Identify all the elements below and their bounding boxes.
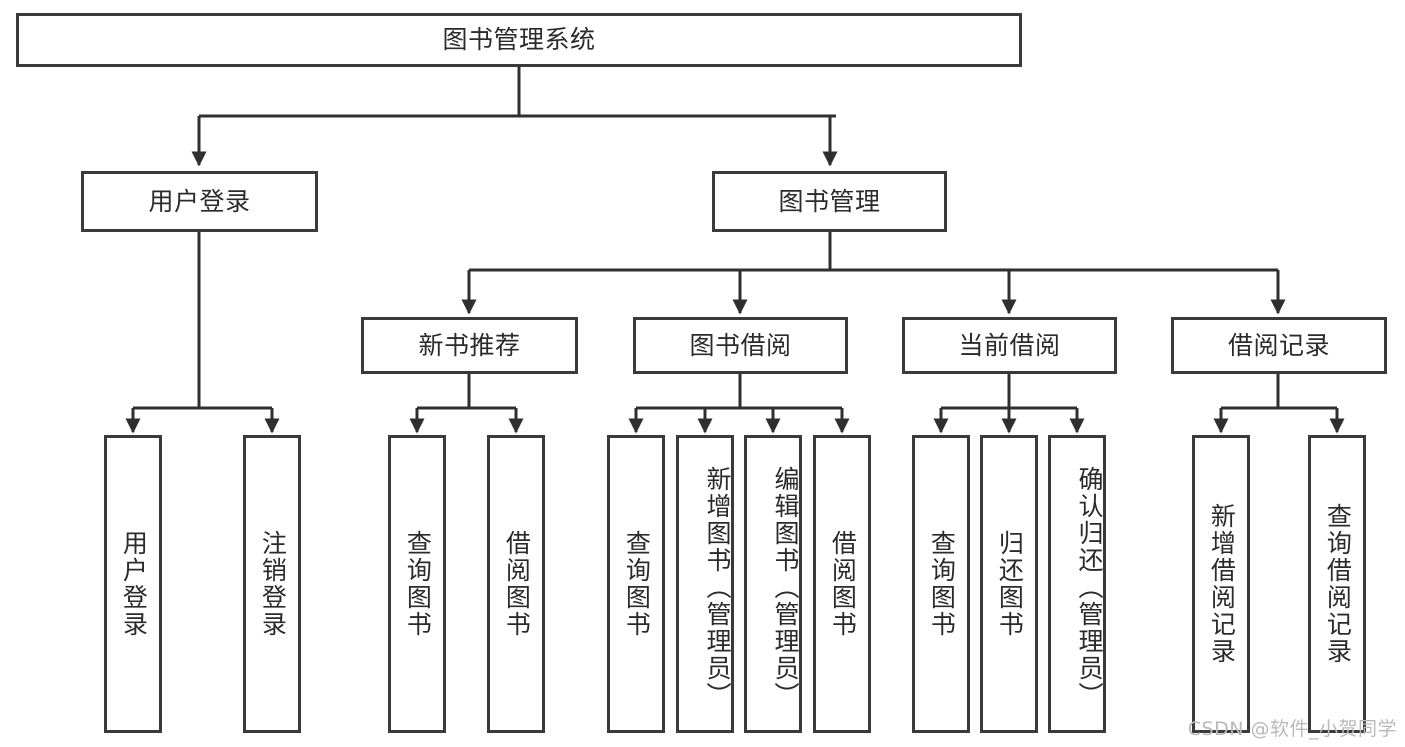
leaf-new-book-query-book[interactable]: 查询图书: [388, 435, 446, 733]
node-book-borrow[interactable]: 图书借阅: [633, 317, 848, 374]
leaf-current-borrow-query-book[interactable]: 查询图书: [912, 435, 970, 733]
node-user-login[interactable]: 用户登录: [81, 171, 318, 232]
node-label: 图书管理: [778, 186, 881, 216]
node-label: 确认归还（管理员）: [1075, 465, 1104, 709]
watermark-text: CSDN @软件_小贺同学: [1187, 718, 1397, 740]
node-label: 查询图书: [927, 530, 957, 638]
node-label: 注销登录: [258, 530, 288, 638]
leaf-user-login-signin[interactable]: 用户登录: [104, 435, 162, 733]
leaf-current-borrow-confirm-return-admin[interactable]: 确认归还（管理员）: [1048, 435, 1106, 733]
leaf-book-borrow-edit-book-admin[interactable]: 编辑图书（管理员）: [744, 435, 802, 733]
node-label: 用户登录: [119, 530, 149, 638]
leaf-current-borrow-return-book[interactable]: 归还图书: [980, 435, 1038, 733]
node-root-book-management-system[interactable]: 图书管理系统: [16, 13, 1022, 67]
node-book-management[interactable]: 图书管理: [712, 171, 947, 232]
node-label: 查询借阅记录: [1323, 503, 1353, 665]
node-label: 借阅图书: [828, 530, 858, 638]
node-label: 新书推荐: [418, 330, 521, 360]
node-borrow-record[interactable]: 借阅记录: [1171, 317, 1387, 374]
leaf-new-book-borrow-book[interactable]: 借阅图书: [487, 435, 545, 733]
node-new-book-recommend[interactable]: 新书推荐: [361, 317, 578, 374]
node-label: 当前借阅: [958, 330, 1061, 360]
leaf-borrow-record-query-record[interactable]: 查询借阅记录: [1308, 435, 1366, 733]
leaf-user-login-signout[interactable]: 注销登录: [243, 435, 301, 733]
leaf-borrow-record-add-record[interactable]: 新增借阅记录: [1192, 435, 1250, 733]
leaf-book-borrow-borrow-book[interactable]: 借阅图书: [813, 435, 871, 733]
node-label: 编辑图书（管理员）: [771, 465, 800, 709]
node-label: 图书借阅: [689, 330, 792, 360]
leaf-book-borrow-query-book[interactable]: 查询图书: [607, 435, 665, 733]
node-label: 新增图书（管理员）: [703, 465, 732, 709]
node-label: 借阅图书: [502, 530, 532, 638]
node-current-borrow[interactable]: 当前借阅: [902, 317, 1117, 374]
leaf-book-borrow-add-book-admin[interactable]: 新增图书（管理员）: [676, 435, 734, 733]
node-label: 归还图书: [995, 530, 1025, 638]
node-label: 查询图书: [403, 530, 433, 638]
node-label: 查询图书: [622, 530, 652, 638]
node-label: 图书管理系统: [442, 25, 596, 54]
node-label: 用户登录: [148, 186, 251, 216]
node-label: 借阅记录: [1227, 330, 1330, 360]
node-label: 新增借阅记录: [1207, 503, 1237, 665]
